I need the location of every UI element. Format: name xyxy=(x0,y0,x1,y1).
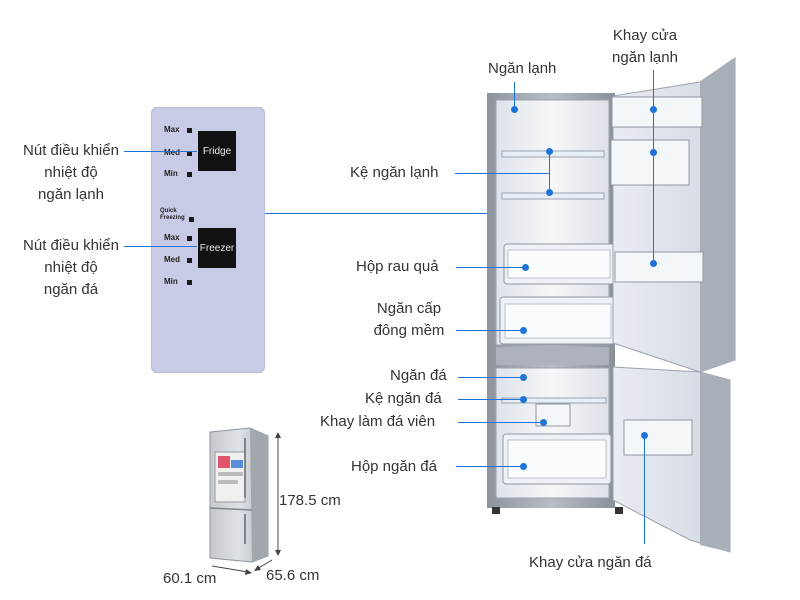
dimension-depth: 65.6 cm xyxy=(266,567,320,584)
leader-freezer-box xyxy=(456,466,522,467)
dot-freezer-compartment xyxy=(520,374,527,381)
fridge-level-max: Max xyxy=(164,125,180,134)
label-fridge-door-tray: Khay cửa ngăn lạnh xyxy=(612,27,678,66)
label-freezer-compartment: Ngăn đá xyxy=(390,367,447,384)
leader-fridge-shelf-vertical xyxy=(549,151,550,195)
control-panel: Max Med Min Fridge Quick Freezing Max Me… xyxy=(151,107,265,373)
fridge-button[interactable]: Fridge xyxy=(198,131,236,171)
freezer-led-med xyxy=(187,258,192,263)
dot-fridge-door-tray-1 xyxy=(650,106,657,113)
leader-soft-freeze xyxy=(456,330,522,331)
leader-freezer-shelf xyxy=(458,399,522,400)
panel-connector-line xyxy=(265,213,497,214)
label-freezer-box: Hộp ngăn đá xyxy=(351,458,437,475)
leader-fridge-shelf xyxy=(455,173,550,174)
dot-ice-tray xyxy=(540,419,547,426)
freezer-level-max: Max xyxy=(164,233,180,242)
freezer-control-leader xyxy=(124,246,197,247)
label-fridge-compartment: Ngăn lạnh xyxy=(488,60,557,77)
dot-soft-freeze xyxy=(520,327,527,334)
dimension-thumbnail xyxy=(209,427,281,575)
dot-vegetable-box xyxy=(522,264,529,271)
dot-fridge-shelf-2 xyxy=(546,189,553,196)
quick-freezing-label: Quick Freezing xyxy=(160,208,185,221)
dot-freezer-shelf xyxy=(520,396,527,403)
quick-freezing-led xyxy=(189,217,194,222)
dot-fridge-compartment xyxy=(511,106,518,113)
leader-fridge-compartment xyxy=(514,82,515,108)
fridge-control-leader xyxy=(124,151,197,152)
dimension-width: 60.1 cm xyxy=(163,570,217,587)
label-soft-freeze: Ngăn cấp đông mềm xyxy=(373,300,445,339)
leader-ice-tray xyxy=(458,422,542,423)
fridge-led-med xyxy=(187,151,192,156)
label-vegetable-box: Hộp rau quả xyxy=(356,258,439,275)
freezer-level-med: Med xyxy=(164,255,180,264)
fridge-level-min: Min xyxy=(164,169,178,178)
freezer-led-max xyxy=(187,236,192,241)
freezer-control-label: Nút điều khiển nhiệt độ ngăn đá xyxy=(23,237,119,298)
label-freezer-shelf: Kệ ngăn đá xyxy=(365,390,442,407)
leader-freezer-door-tray xyxy=(644,436,645,544)
fridge-level-med: Med xyxy=(164,148,180,157)
label-freezer-door-tray: Khay cửa ngăn đá xyxy=(529,554,652,571)
label-ice-tray: Khay làm đá viên xyxy=(320,413,436,430)
dot-fridge-door-tray-2 xyxy=(650,149,657,156)
fridge-led-max xyxy=(187,128,192,133)
dimension-height: 178.5 cm xyxy=(279,492,341,509)
fridge-control-label: Nút điều khiển nhiệt độ ngăn lạnh xyxy=(23,142,119,203)
dot-fridge-shelf-1 xyxy=(546,148,553,155)
leader-freezer-compartment xyxy=(458,377,522,378)
freezer-level-min: Min xyxy=(164,277,178,286)
freezer-led-min xyxy=(187,280,192,285)
leader-fridge-door-tray xyxy=(653,70,654,264)
dot-freezer-box xyxy=(520,463,527,470)
label-fridge-shelf: Kệ ngăn lạnh xyxy=(350,164,439,181)
dot-freezer-door-tray xyxy=(641,432,648,439)
dot-fridge-door-tray-3 xyxy=(650,260,657,267)
fridge-led-min xyxy=(187,172,192,177)
freezer-button[interactable]: Freezer xyxy=(198,228,236,268)
leader-vegetable-box xyxy=(456,267,524,268)
